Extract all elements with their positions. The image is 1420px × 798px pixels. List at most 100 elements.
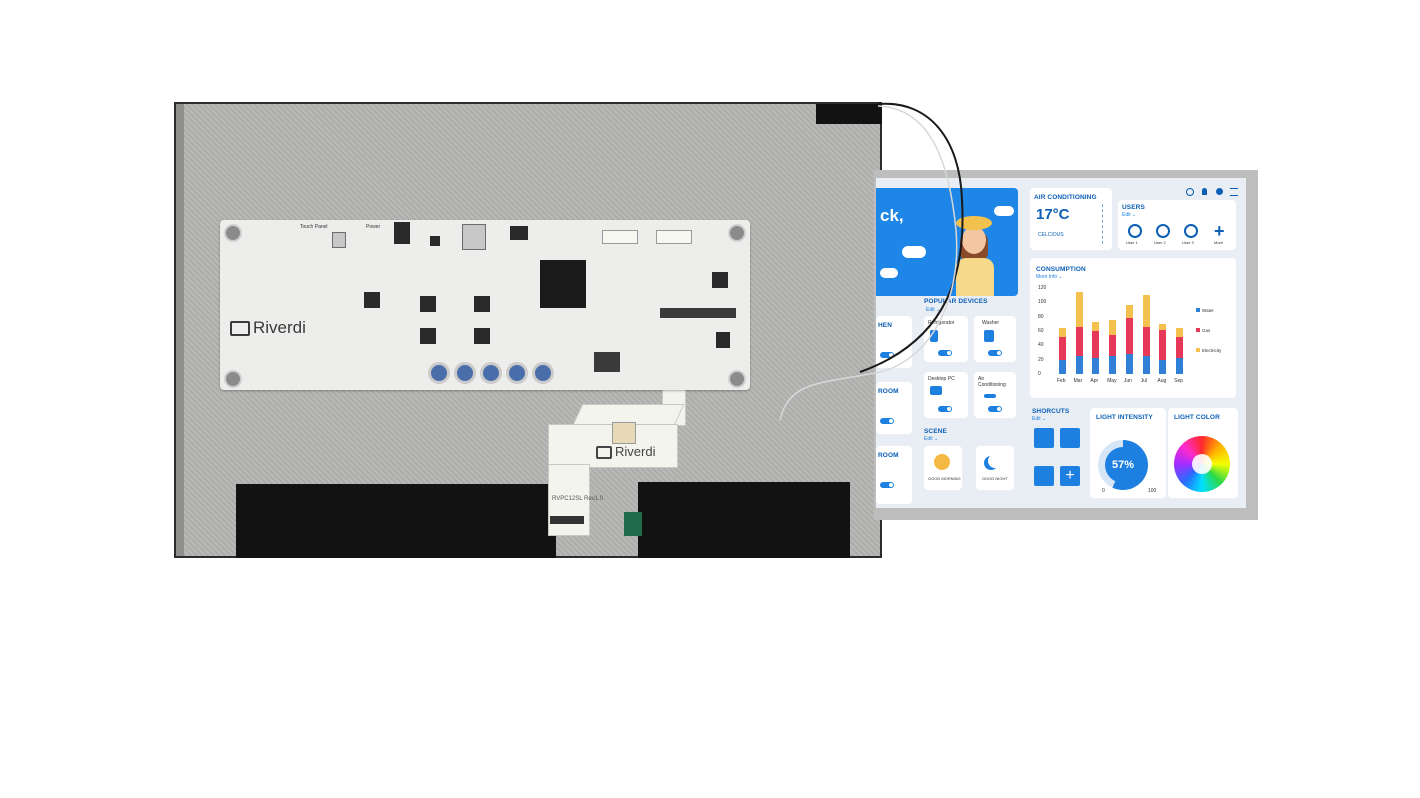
section-title: LIGHT INTENSITY bbox=[1096, 414, 1153, 421]
add-user-icon[interactable]: + bbox=[1214, 221, 1225, 241]
hdmi-port bbox=[462, 224, 486, 250]
cloud bbox=[994, 206, 1014, 216]
more-label[interactable]: More bbox=[1214, 240, 1224, 245]
legend-swatch bbox=[1196, 328, 1200, 332]
bar-electricity-aug bbox=[1159, 323, 1167, 330]
component bbox=[712, 272, 728, 288]
y-tick-label: 120 bbox=[1038, 285, 1047, 291]
connector bbox=[660, 308, 736, 318]
scene-good-morning[interactable]: GOOD MORNING bbox=[924, 446, 962, 490]
user-avatar-icon[interactable] bbox=[1156, 224, 1170, 238]
thermometer-shortcut-icon[interactable] bbox=[1060, 428, 1080, 448]
scene-good-night[interactable]: GOOD NIGHT bbox=[976, 446, 1014, 490]
component bbox=[430, 236, 440, 246]
device-card-refrigerator[interactable]: Refrigerator bbox=[924, 316, 968, 362]
section-title: USERS bbox=[1122, 204, 1145, 211]
display-module-back: Riverdi RVPC12SL Rev1.0 Riverdi Touch Pa… bbox=[174, 102, 882, 558]
user-avatar-icon[interactable] bbox=[1128, 224, 1142, 238]
bar-water-aug bbox=[1159, 359, 1167, 374]
notification-icon[interactable] bbox=[1202, 188, 1207, 195]
device-toggle[interactable] bbox=[988, 406, 1002, 412]
device-toggle[interactable] bbox=[880, 418, 894, 424]
bar-electricity-sep bbox=[1176, 328, 1184, 337]
menu-icon[interactable] bbox=[1230, 188, 1238, 196]
light-intensity-gauge[interactable]: 57% bbox=[1098, 440, 1148, 490]
edit-link[interactable]: Edit ⌄ bbox=[1032, 416, 1047, 422]
wifi-shortcut-icon[interactable] bbox=[1034, 466, 1054, 486]
device-toggle[interactable] bbox=[880, 482, 894, 488]
device-card-air-conditioning[interactable]: Air Conditioning bbox=[974, 372, 1016, 418]
power-jack bbox=[394, 222, 410, 244]
main-processor-chip bbox=[540, 260, 586, 308]
section-title: ROOM bbox=[878, 388, 899, 395]
air-conditioning-card[interactable]: AIR CONDITIONING 17°C CELCIOUS bbox=[1030, 188, 1112, 250]
device-toggle[interactable] bbox=[938, 406, 952, 412]
component bbox=[364, 292, 380, 308]
y-tick-label: 20 bbox=[1038, 356, 1044, 363]
search-icon[interactable] bbox=[1186, 188, 1194, 196]
color-wheel[interactable] bbox=[1174, 436, 1230, 492]
y-tick-label: 80 bbox=[1038, 313, 1044, 320]
section-title: AIR CONDITIONING bbox=[1034, 194, 1097, 201]
edit-link[interactable]: Edit ⌄ bbox=[1122, 212, 1137, 218]
pcb-button bbox=[506, 362, 528, 384]
temperature-scale bbox=[1096, 204, 1103, 244]
usb-c-port bbox=[332, 232, 346, 248]
user-label: User 1 bbox=[1126, 240, 1138, 245]
cloud bbox=[902, 246, 926, 258]
settings-icon[interactable] bbox=[1216, 188, 1223, 195]
washer-icon bbox=[984, 330, 994, 342]
controller-pcb: Riverdi Touch Panel Power bbox=[220, 220, 750, 390]
bar-gas-sep bbox=[1176, 336, 1184, 359]
chassis-edge bbox=[176, 104, 184, 556]
connector bbox=[612, 422, 636, 444]
person-hat bbox=[956, 216, 992, 230]
section-title: SHORCUTS bbox=[1032, 408, 1070, 415]
device-card-washer[interactable]: Washer bbox=[974, 316, 1016, 362]
section-title: SCENE bbox=[924, 428, 947, 435]
more-info-link[interactable]: More Info ⌄ bbox=[1036, 274, 1063, 280]
pcb-button bbox=[480, 362, 502, 384]
user-avatar-icon[interactable] bbox=[1184, 224, 1198, 238]
mount-hole bbox=[728, 224, 746, 242]
component bbox=[716, 332, 730, 348]
person-body bbox=[956, 258, 994, 296]
connector bbox=[550, 516, 584, 524]
device-toggle[interactable] bbox=[938, 350, 952, 356]
section-title: HEN bbox=[878, 322, 893, 329]
bar-electricity-may bbox=[1109, 320, 1117, 335]
edit-link[interactable]: Edit ⌄ bbox=[924, 436, 939, 442]
bar-gas-jun bbox=[1125, 318, 1133, 354]
section-title: ROOM bbox=[878, 452, 899, 459]
device-card-desktop-pc[interactable]: Desktop PC bbox=[924, 372, 968, 418]
device-toggle[interactable] bbox=[988, 350, 1002, 356]
component bbox=[474, 328, 490, 344]
black-tape bbox=[638, 482, 850, 558]
white-wire bbox=[779, 105, 958, 421]
legend-label: Water bbox=[1202, 308, 1214, 313]
gauge-min: 0 bbox=[1102, 488, 1105, 494]
pcb-strip bbox=[624, 512, 642, 536]
scene-label: GOOD NIGHT bbox=[982, 476, 1008, 481]
x-tick-label: Jul bbox=[1140, 378, 1148, 384]
add-shortcut-icon[interactable]: + bbox=[1060, 466, 1080, 486]
light-shortcut-icon[interactable] bbox=[1034, 428, 1054, 448]
black-tape bbox=[236, 484, 556, 558]
smart-home-screen: ck, AIR CONDITIONING 17°C CELCIOUS USERS… bbox=[876, 178, 1246, 508]
welcome-banner: ck, bbox=[876, 188, 1018, 296]
legend-swatch bbox=[1196, 348, 1200, 352]
black-tape bbox=[816, 104, 882, 124]
touch-label: Touch Panel bbox=[300, 224, 328, 230]
connector bbox=[602, 230, 638, 244]
bar-gas-jul bbox=[1142, 327, 1150, 357]
flex-brand-logo: Riverdi bbox=[596, 444, 655, 460]
desktop-pc-icon bbox=[930, 386, 942, 395]
bar-electricity-jul bbox=[1142, 295, 1150, 328]
edit-link[interactable]: Edit ⌄ bbox=[926, 307, 941, 313]
bar-gas-mar bbox=[1075, 327, 1083, 357]
device-toggle[interactable] bbox=[880, 352, 894, 358]
room-card: HEN bbox=[876, 316, 912, 368]
component bbox=[420, 328, 436, 344]
